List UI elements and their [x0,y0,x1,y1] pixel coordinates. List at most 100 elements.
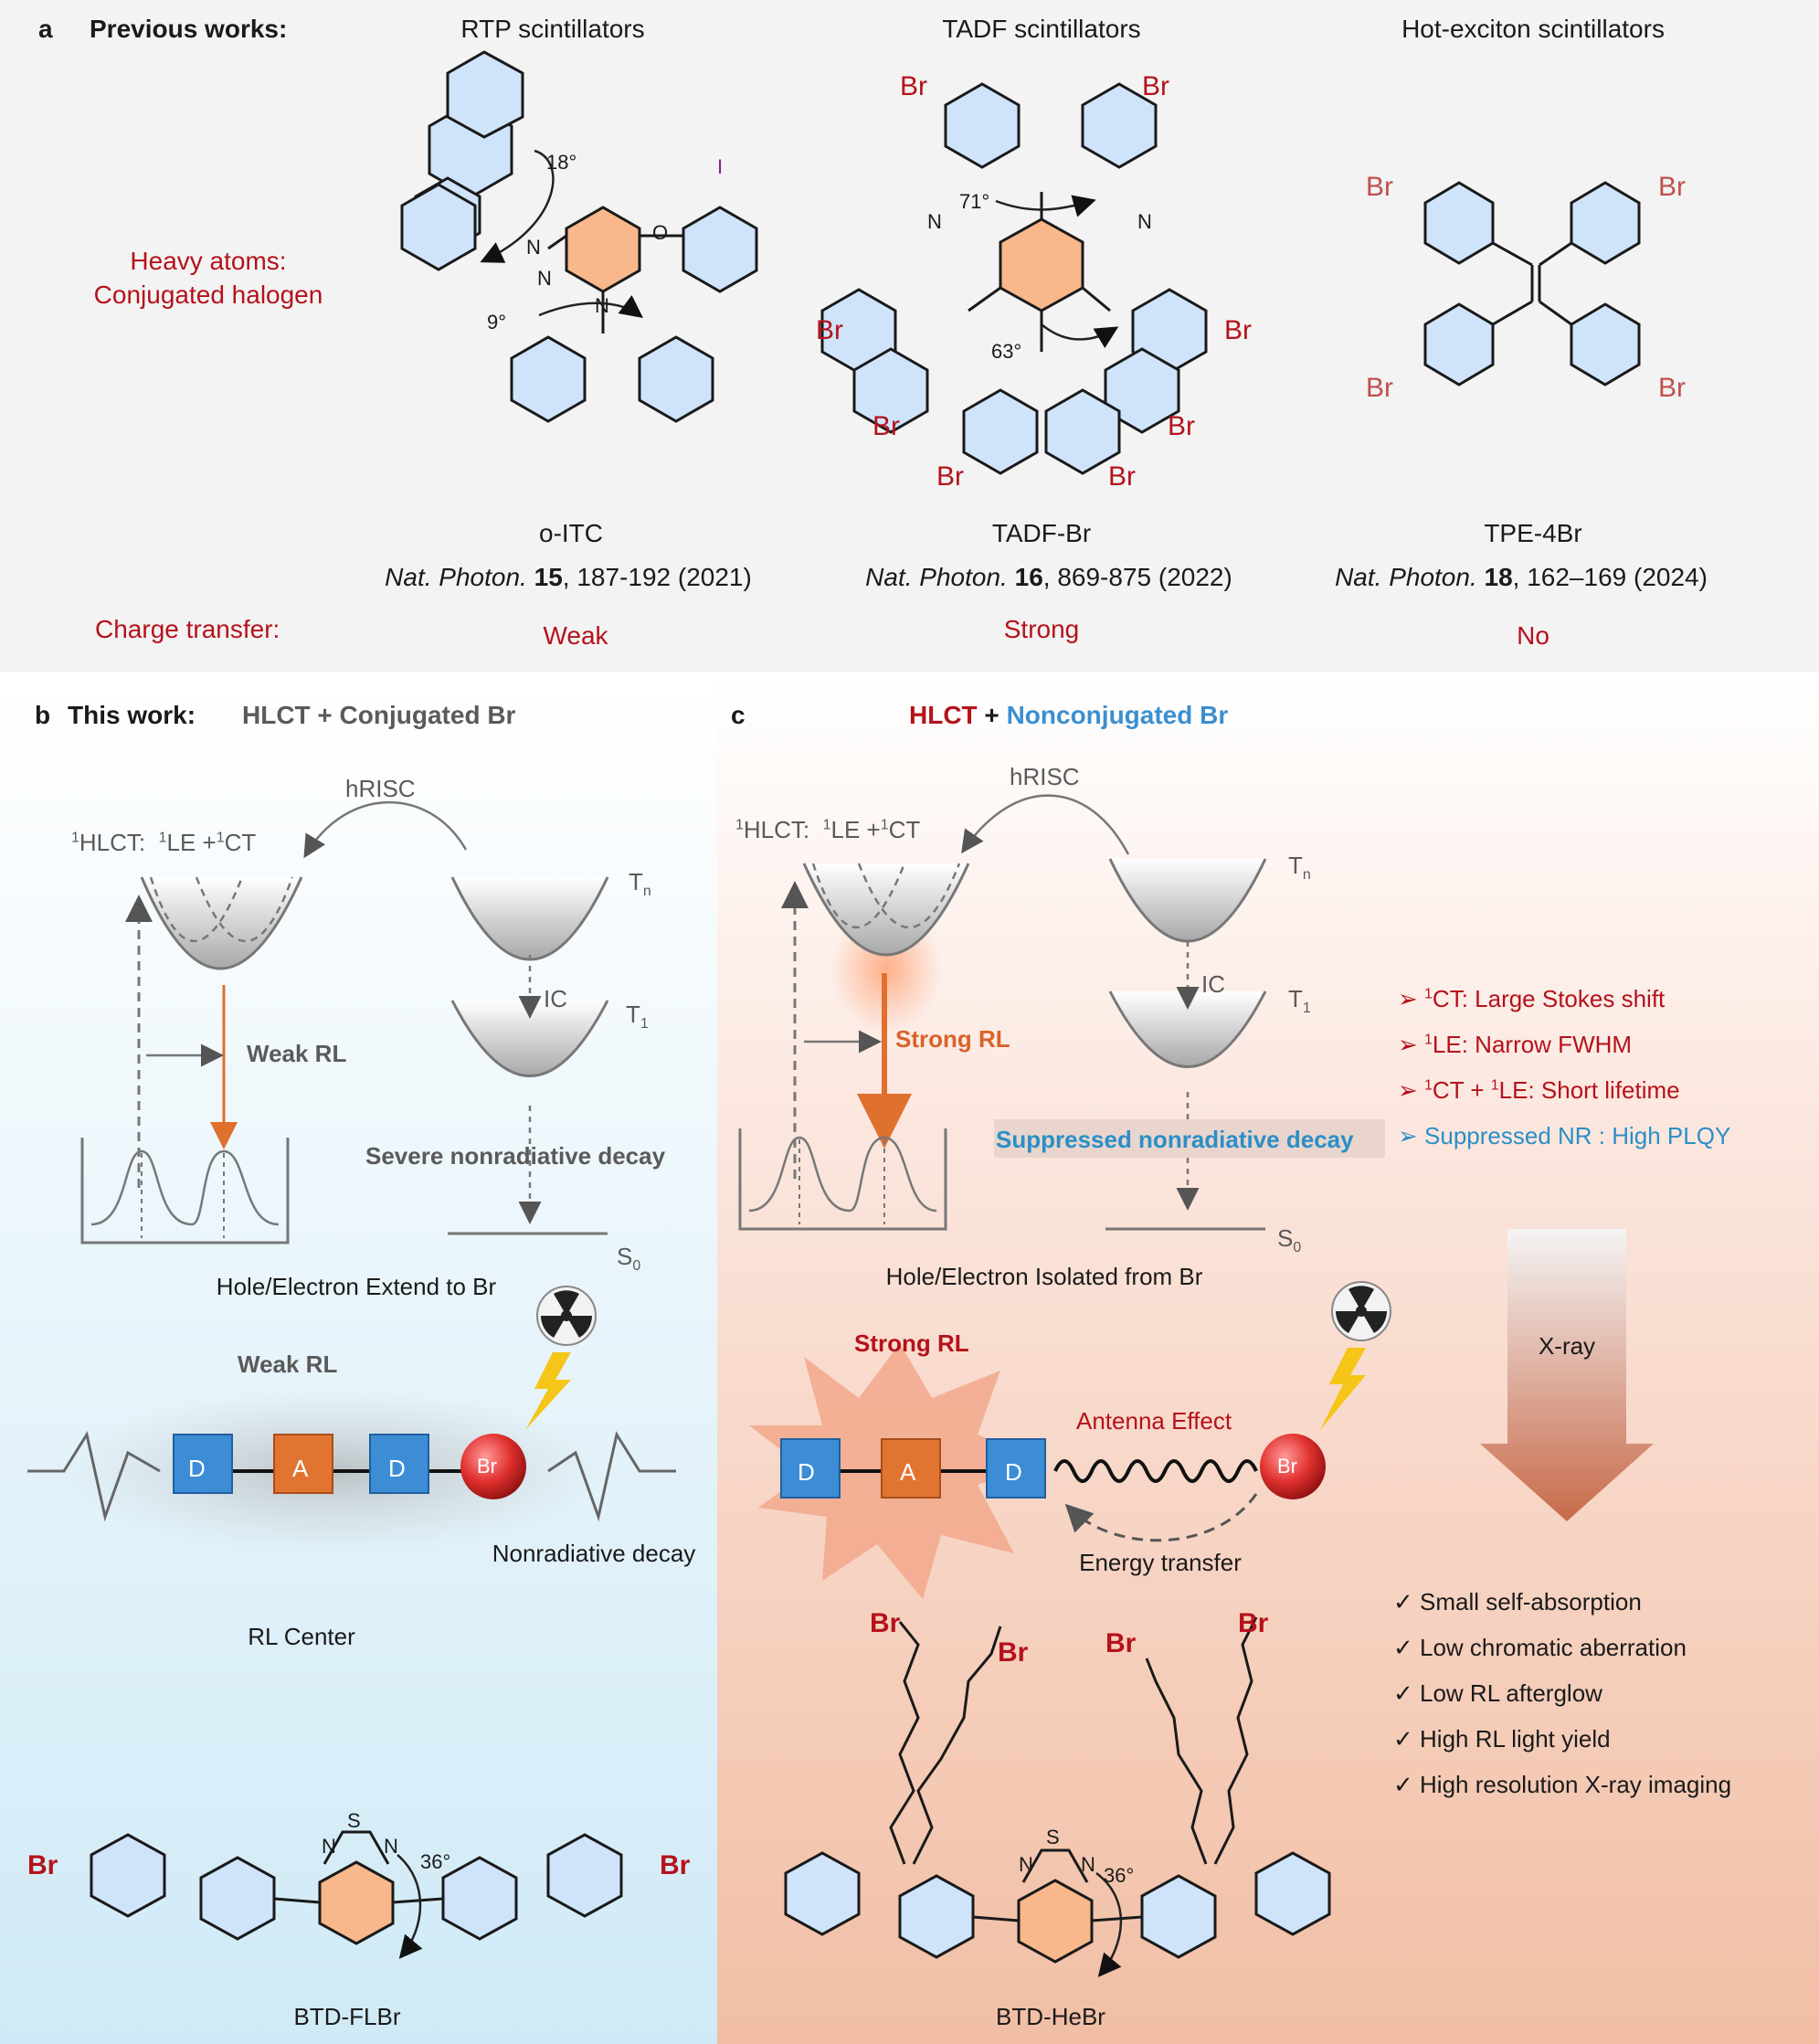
panel-b-hrisc: hRISC [345,775,416,802]
tpe-4br-reference: Nat. Photon. 18, 162–169 (2024) [1335,563,1708,591]
panel-c-s0: S0 [1277,1224,1302,1256]
btd-hebr-br-4: Br [1238,1608,1269,1638]
tadf-br-8: Br [1108,461,1136,492]
panel-c-energy-transfer: Energy transfer [1079,1549,1242,1576]
tadf-br-3: Br [816,315,843,345]
panel-b-t1: T1 [626,1001,649,1033]
o-itc-i: I [717,155,724,178]
panel-c-antenna-wave [1053,1459,1258,1483]
molecule-o-itc [400,50,758,423]
panel-c-antenna-effect: Antenna Effect [1076,1407,1232,1435]
conjugated-halogen-label: Conjugated halogen [93,281,323,309]
panel-c-donor-2-label: D [1005,1458,1022,1486]
tadf-n-left: N [927,210,942,233]
btd-flbr-n-right: N [384,1835,398,1858]
tadf-br-transfer: Strong [1003,615,1080,643]
panel-b-weak-rl-top: Weak RL [238,1350,338,1378]
panel-b-heading: This work: [68,701,196,729]
panel-b-letter: b [35,701,51,729]
panel-b-lightning-icon [525,1352,571,1430]
tadf-br-5: Br [872,411,900,441]
btd-hebr-br-1: Br [870,1608,901,1638]
panel-c-strong-rl-top: Strong RL [854,1329,969,1357]
btd-flbr-angle: 36° [420,1850,451,1873]
xray-arrow [1480,1229,1654,1521]
tadf-br-4: Br [1224,315,1252,345]
panel-b-tn: Tn [629,868,651,900]
feature-3: ➢ 1CT + 1LE: Short lifetime [1398,1076,1680,1104]
o-itc-transfer: Weak [543,621,608,650]
btd-flbr-br-left: Br [27,1850,58,1880]
panel-c-lightning-icon [1320,1348,1366,1430]
panel-b-s0: S0 [617,1243,641,1275]
panel-c-t1: T1 [1288,985,1311,1017]
panel-c-donor-1-label: D [798,1458,815,1486]
tadf-br-2: Br [1142,71,1169,101]
panel-a-heading: Previous works: [90,15,288,43]
panel-c-strong-rl: Strong RL [895,1025,1010,1053]
tpe-br-3: Br [1366,373,1393,403]
molecule-tpe-4br [1423,181,1641,387]
check-2: ✓ Low chromatic aberration [1393,1634,1687,1661]
panel-c-hrisc: hRISC [1010,763,1080,790]
panel-c-br-ball [1260,1434,1326,1499]
tadf-br-1: Br [900,71,927,101]
panel-c-hole-electron: Hole/Electron Isolated from Br [885,1263,1203,1290]
check-5: ✓ High resolution X-ray imaging [1393,1771,1732,1798]
tpe-br-2: Br [1658,172,1686,202]
feature-2: ➢ 1LE: Narrow FWHM [1398,1031,1633,1058]
panel-a-letter: a [38,15,53,43]
rtp-title: RTP scintillators [460,15,645,43]
tadf-br-reference: Nat. Photon. 16, 869-875 (2022) [865,563,1232,591]
btd-hebr-br-2: Br [998,1637,1029,1668]
hot-exciton-title: Hot-exciton scintillators [1401,15,1665,43]
panel-c-energy-diagram [738,794,1385,1231]
panel-c-acceptor-label: A [900,1458,916,1486]
btd-flbr-s: S [347,1809,361,1832]
panel-a-background [0,0,1819,672]
check-3: ✓ Low RL afterglow [1393,1679,1602,1707]
molecule-btd-hebr [784,1848,1331,1964]
panel-c-donor-block-2 [986,1438,1046,1499]
tpe-br-1: Br [1366,172,1393,202]
panel-c-ic: IC [1201,970,1225,998]
panel-b-br-ball [460,1434,526,1499]
panel-b-acceptor-block [273,1434,333,1494]
panel-c-suppressed-nonradiative: Suppressed nonradiative decay [996,1126,1354,1153]
panel-b-ic: IC [544,985,567,1012]
check-1: ✓ Small self-absorption [1393,1588,1642,1615]
tpe-br-4: Br [1658,373,1686,403]
tadf-br-6: Br [1168,411,1195,441]
btd-flbr-br-right: Br [660,1850,691,1880]
panel-b-donor-1-label: D [188,1455,206,1482]
panel-b-br-label: Br [477,1455,497,1477]
btd-hebr-br-3: Br [1105,1628,1137,1658]
panel-b-severe-nonradiative: Severe nonradiative decay [365,1142,666,1170]
feature-4: ➢ Suppressed NR : High PLQY [1398,1122,1731,1149]
o-itc-o: O [652,221,669,244]
o-itc-n-1: N [526,236,541,259]
panel-c-letter: c [731,701,746,729]
btd-hebr-angle: 36° [1104,1864,1135,1887]
panel-b-donor-block-2 [369,1434,429,1494]
panel-c-tn: Tn [1288,852,1311,884]
panel-b-donor-block-1 [173,1434,233,1494]
charge-transfer-label: Charge transfer: [95,615,280,643]
tadf-angle-2: 63° [991,340,1022,363]
panel-b-weak-rl: Weak RL [247,1040,347,1067]
heavy-atoms-label: Heavy atoms: [130,247,287,275]
tpe-4br-name: TPE-4Br [1484,519,1582,547]
panel-b-acceptor-label: A [292,1455,309,1482]
tpe-4br-transfer: No [1517,621,1549,650]
btd-flbr-n-left: N [322,1835,336,1858]
btd-hebr-s: S [1046,1826,1060,1848]
panel-c-donor-block-1 [780,1438,841,1499]
o-itc-angle-2: 9° [487,311,507,334]
panel-b-rl-center: RL Center [248,1623,355,1650]
btd-hebr-name: BTD-HeBr [996,2003,1105,2030]
panel-b-background [0,676,717,2044]
check-4: ✓ High RL light yield [1393,1725,1611,1753]
panel-b-energy-diagram [80,800,609,1244]
